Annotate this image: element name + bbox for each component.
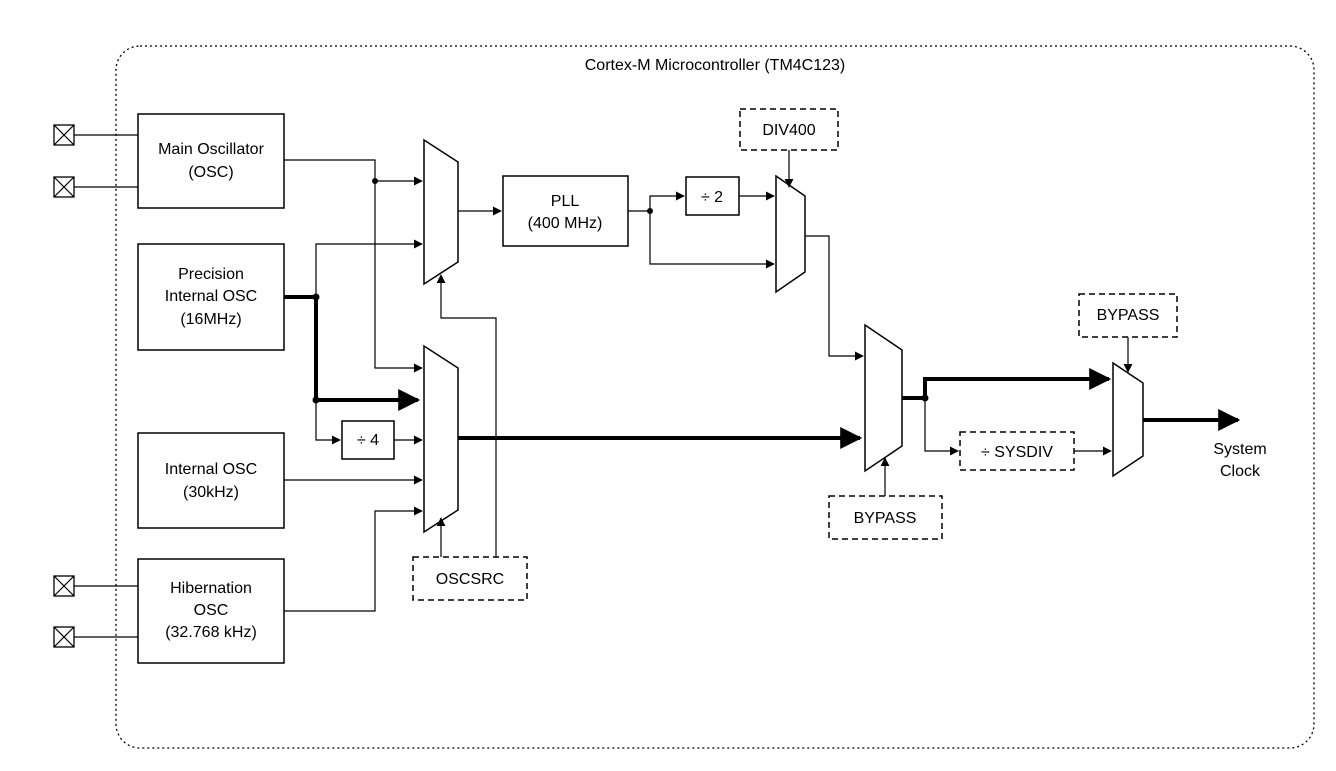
divide-by-2-label: ÷ 2 [701, 189, 723, 206]
pll-source-mux [423, 138, 459, 286]
svg-text:(32.768 kHz): (32.768 kHz) [165, 624, 257, 641]
oscsrc-label: OSCSRC [436, 571, 504, 588]
main-oscillator-block: Main Oscillator (OSC) [137, 113, 285, 209]
pll-block: PLL (400 MHz) [502, 175, 629, 247]
hib-osc-line-2: OSC [194, 602, 229, 619]
xtal-pin-2 [53, 176, 75, 198]
div400-control: DIV400 [739, 108, 839, 151]
output-label-line-1: System [1213, 441, 1266, 458]
div400-label: DIV400 [762, 122, 815, 139]
sysdiv-block: ÷ SYSDIV [959, 431, 1075, 471]
internal-osc-line-2: (30kHz) [183, 484, 239, 501]
svg-text:(16MHz): (16MHz) [180, 311, 241, 328]
divide-by-4-label: ÷ 4 [357, 432, 379, 449]
bypass-pll-control: BYPASS [828, 495, 943, 540]
hib-pin-2 [53, 626, 75, 648]
internal-osc-line-1: Internal OSC [165, 461, 257, 478]
sysdiv-label: ÷ SYSDIV [981, 444, 1053, 461]
sysdiv-bypass-mux [1112, 361, 1144, 478]
microcontroller-boundary [115, 45, 1315, 749]
hib-pin-1 [53, 575, 75, 597]
svg-text:(400 MHz): (400 MHz) [528, 215, 603, 232]
svg-text:Hibernation: Hibernation [170, 580, 252, 597]
svg-text:Internal OSC: Internal OSC [165, 461, 257, 478]
bypass-pll-label: BYPASS [854, 510, 917, 527]
output-label-line-2: Clock [1220, 463, 1261, 480]
internal-osc-block: Internal OSC (30kHz) [137, 432, 285, 529]
thick-wires [284, 295, 1241, 449]
svg-text:(OSC): (OSC) [188, 164, 233, 181]
hib-osc-line-1: Hibernation [170, 580, 252, 597]
svg-text:Clock: Clock [1220, 463, 1261, 480]
piosc-line-2: Internal OSC [165, 288, 257, 305]
svg-text:Internal OSC: Internal OSC [165, 288, 257, 305]
pll-label: PLL [551, 193, 580, 210]
svg-text:Precision: Precision [178, 266, 244, 283]
div400-mux [775, 174, 806, 294]
oscillator-select-mux [423, 344, 459, 534]
piosc-line-3: (16MHz) [180, 311, 241, 328]
svg-text:System: System [1213, 441, 1266, 458]
hib-osc-line-3: (32.768 kHz) [165, 624, 257, 641]
pll-bypass-mux [864, 323, 903, 473]
hibernation-osc-block: Hibernation OSC (32.768 kHz) [137, 558, 285, 664]
divide-by-2-block: ÷ 2 [685, 176, 740, 216]
diagram-title: Cortex-M Microcontroller (TM4C123) [585, 57, 846, 74]
svg-text:(30kHz): (30kHz) [183, 484, 239, 501]
svg-text:PLL: PLL [551, 193, 580, 210]
main-osc-line-1: Main Oscillator [158, 141, 264, 158]
bypass-sysdiv-control: BYPASS [1078, 293, 1178, 338]
piosc-line-1: Precision [178, 266, 244, 283]
oscsrc-control: OSCSRC [412, 556, 528, 601]
xtal-pin-1 [53, 124, 75, 146]
bypass-sysdiv-label: BYPASS [1097, 307, 1160, 324]
divide-by-4-block: ÷ 4 [341, 420, 395, 460]
precision-internal-osc-block: Precision Internal OSC (16MHz) [137, 243, 285, 351]
svg-text:Main Oscillator: Main Oscillator [158, 141, 264, 158]
svg-text:OSC: OSC [194, 602, 229, 619]
pll-frequency: (400 MHz) [528, 215, 603, 232]
main-osc-line-2: (OSC) [188, 164, 233, 181]
